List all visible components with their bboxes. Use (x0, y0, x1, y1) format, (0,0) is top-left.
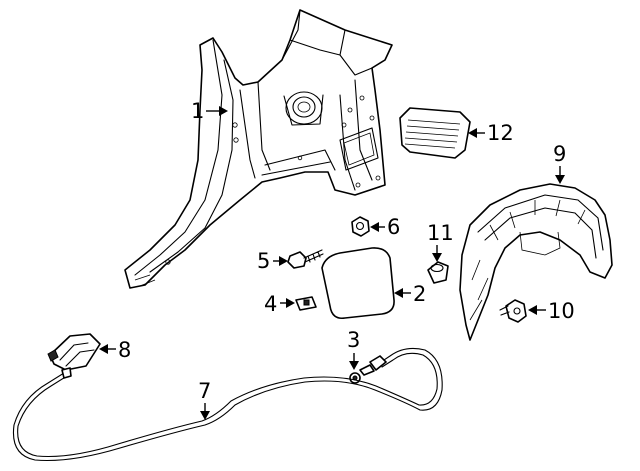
callout-3: 3 (347, 328, 360, 370)
callout-9-label: 9 (553, 142, 566, 166)
callout-8-label: 8 (118, 338, 131, 362)
callout-6-label: 6 (387, 215, 400, 239)
callout-9: 9 (553, 142, 566, 184)
vent-grille (399, 107, 471, 159)
callout-5-label: 5 (257, 249, 270, 273)
callout-11: 11 (427, 221, 454, 262)
callout-1-label: 1 (191, 99, 204, 123)
callout-4-label: 4 (264, 292, 277, 316)
callout-8: 8 (99, 338, 131, 362)
nut (351, 216, 370, 237)
callout-12: 12 (468, 121, 514, 145)
callout-10-label: 10 (548, 299, 575, 323)
callout-4: 4 (264, 292, 295, 316)
cable-clamp (349, 372, 361, 384)
grommet (427, 261, 449, 284)
callout-2: 2 (394, 282, 426, 306)
callout-3-label: 3 (347, 328, 360, 352)
callout-12-label: 12 (487, 121, 514, 145)
release-handle (47, 333, 101, 371)
release-cable (12, 347, 443, 462)
callout-6: 6 (370, 215, 400, 239)
fender-liner (459, 183, 613, 341)
callout-10: 10 (528, 299, 575, 323)
fuel-door (321, 247, 395, 320)
quarter-panel (124, 9, 393, 289)
callout-7: 7 (198, 379, 211, 420)
callout-7-label: 7 (198, 379, 211, 403)
callout-11-label: 11 (427, 221, 454, 245)
callout-2-label: 2 (413, 282, 426, 306)
callout-1: 1 (191, 99, 228, 123)
clip (295, 296, 317, 311)
screw (287, 249, 324, 269)
push-clip (499, 299, 527, 323)
callout-5: 5 (257, 249, 288, 273)
